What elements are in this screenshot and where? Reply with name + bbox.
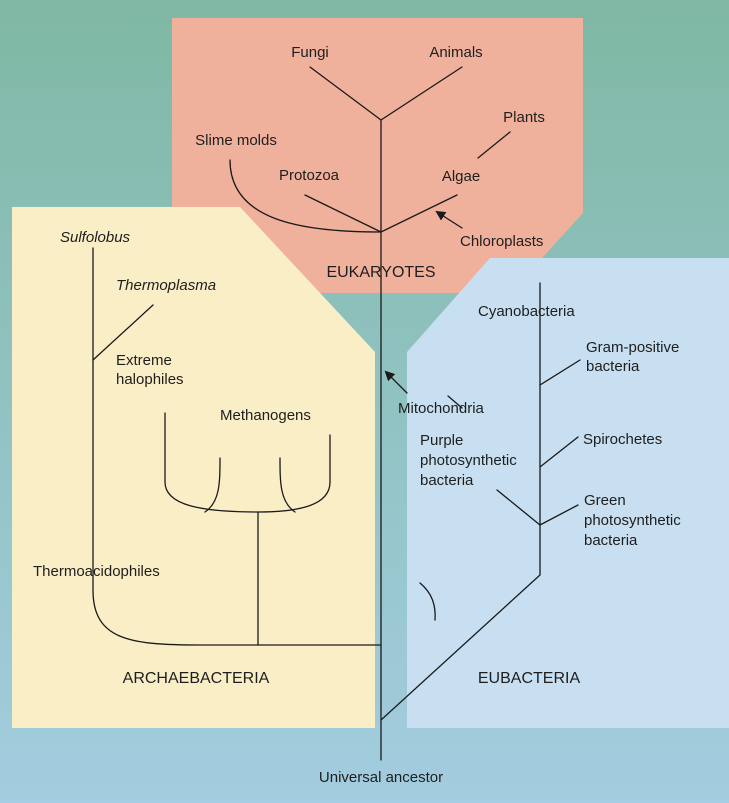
archaebacteria-domain-label: ARCHAEBACTERIA [123, 670, 270, 687]
chloroplasts-label: Chloroplasts [460, 233, 543, 250]
methanogen-fan [164, 412, 331, 513]
gram-positive-label: Gram-positive bacteria [586, 339, 684, 375]
purple-branch [496, 489, 541, 526]
protozoa-label: Protozoa [279, 167, 340, 184]
fungi-label: Fungi [291, 44, 329, 61]
gram-positive-branch [539, 359, 581, 386]
green-bacteria-label: Green photosynthetic bacteria [584, 492, 685, 549]
protozoa-branch [304, 194, 382, 233]
extreme-halophiles-line-1: Extreme [116, 352, 172, 369]
spirochetes-label: Spirochetes [583, 431, 662, 448]
thermoplasma-label: Thermoplasma [116, 277, 216, 294]
green-line-2: photosynthetic [584, 512, 681, 529]
stray-curve [419, 582, 436, 621]
fungi-branch [309, 66, 463, 121]
extreme-halophiles-label: Extreme halophiles [116, 352, 184, 388]
tree-branches [92, 66, 581, 761]
algae-branch [380, 194, 458, 233]
algae-label: Algae [442, 168, 480, 185]
methanogens-label: Methanogens [220, 407, 311, 424]
spirochetes-branch [539, 436, 579, 468]
sulfolobus-label: Sulfolobus [60, 229, 131, 246]
archaea-stem [92, 247, 382, 646]
archaebacteria-panel [12, 207, 375, 728]
plants-label: Plants [503, 109, 545, 126]
methanogen-sub-1 [204, 457, 221, 513]
mitochondria-pointer [447, 395, 463, 409]
eubacteria-stem [380, 282, 541, 721]
green-line-1: Green [584, 492, 626, 509]
gram-positive-line-1: Gram-positive [586, 339, 679, 356]
green-branch [539, 504, 579, 526]
methanogen-sub-2 [279, 457, 296, 513]
eukaryotes-panel [172, 18, 583, 293]
eubacteria-domain-label: EUBACTERIA [478, 670, 581, 687]
purple-line-2: photosynthetic [420, 452, 517, 469]
plants-branch [477, 131, 511, 159]
purple-bacteria-label: Purple photosynthetic bacteria [420, 432, 521, 489]
eubacteria-panel [407, 258, 729, 728]
thermoacidophiles-label: Thermoacidophiles [33, 563, 160, 580]
extreme-halophiles-line-2: halophiles [116, 371, 184, 388]
thermoplasma-branch [92, 304, 154, 361]
mitochondria-arrow-icon [384, 370, 408, 394]
universal-ancestor-label: Universal ancestor [319, 769, 443, 786]
slime-molds-branch [229, 159, 382, 233]
animals-label: Animals [429, 44, 482, 61]
slime-molds-label: Slime molds [195, 132, 277, 149]
mitochondria-label: Mitochondria [398, 400, 485, 417]
green-line-3: bacteria [584, 532, 638, 549]
gram-positive-line-2: bacteria [586, 358, 640, 375]
eukaryotes-domain-label: EUKARYOTES [326, 264, 435, 281]
purple-line-3: bacteria [420, 472, 474, 489]
purple-line-1: Purple [420, 432, 463, 449]
chloroplast-arrow-icon [435, 210, 463, 229]
cyanobacteria-label: Cyanobacteria [478, 303, 575, 320]
